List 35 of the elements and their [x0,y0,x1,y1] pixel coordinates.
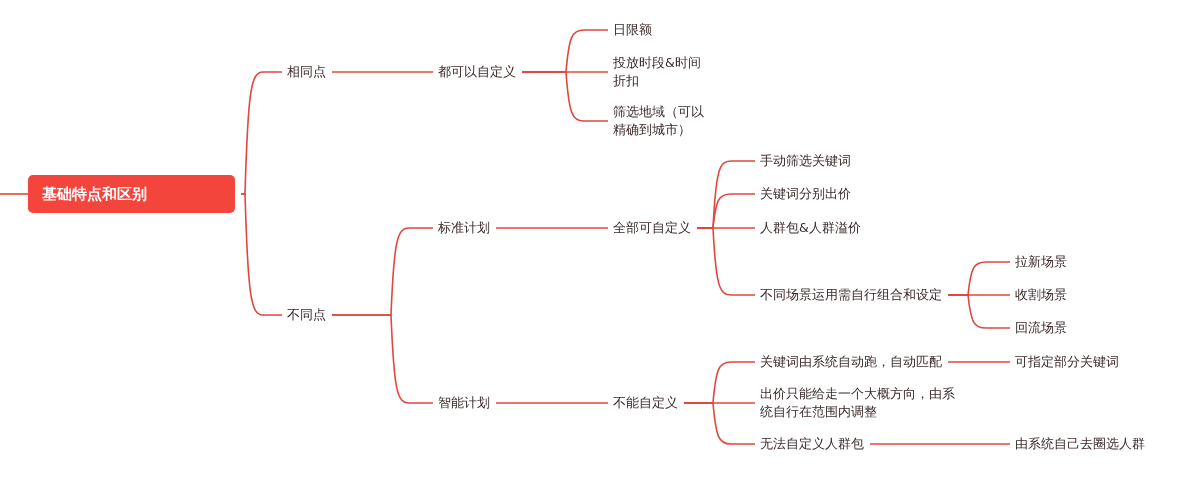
branch-line [495,402,609,404]
branch-line [331,71,434,73]
topic-text: 回流场景 [1015,319,1067,337]
topic-text: 关键词由系统自动跑，自动匹配 [760,353,942,371]
topic-text: 由系统自己去圈选人群 [1015,435,1145,453]
branch-line [947,294,1011,329]
topic-text: 相同点 [287,63,326,81]
topic-text: 人群包&人群溢价 [760,219,861,237]
branch-line [696,227,756,296]
topic-text: 不同点 [287,306,326,324]
topic-text: 出价只能给走一个大概方向，由系统自行在范围内调整 [760,385,965,421]
topic-text: 筛选地域（可以精确到城市） [613,103,711,139]
topic-text: 无法自定义人群包 [760,435,864,453]
topic-text: 日限额 [613,21,652,39]
topic-text: 收割场景 [1015,286,1067,304]
branch-line [331,314,434,404]
branch-line [869,443,1011,445]
topic-text: 可指定部分关键词 [1015,353,1119,371]
branch-line [521,71,609,122]
branch-line [0,193,29,195]
branch-line [947,361,1011,363]
topic-text: 标准计划 [438,219,490,237]
topic-text: 关键词分别出价 [760,185,851,203]
branch-line [240,193,283,316]
topic-text: 不同场景运用需自行组合和设定 [760,286,942,304]
branch-line [495,227,609,229]
topic-text: 投放时段&时间折扣 [613,54,705,90]
topic-text: 都可以自定义 [438,63,516,81]
topic-text: 智能计划 [438,394,490,412]
topic-text: 全部可自定义 [613,219,691,237]
topic-text: 拉新场景 [1015,253,1067,271]
topic-text: 手动筛选关键词 [760,152,851,170]
root-topic-box: 基础特点和区别 [28,175,235,213]
topic-text: 不能自定义 [613,394,678,412]
branch-line [683,402,756,445]
